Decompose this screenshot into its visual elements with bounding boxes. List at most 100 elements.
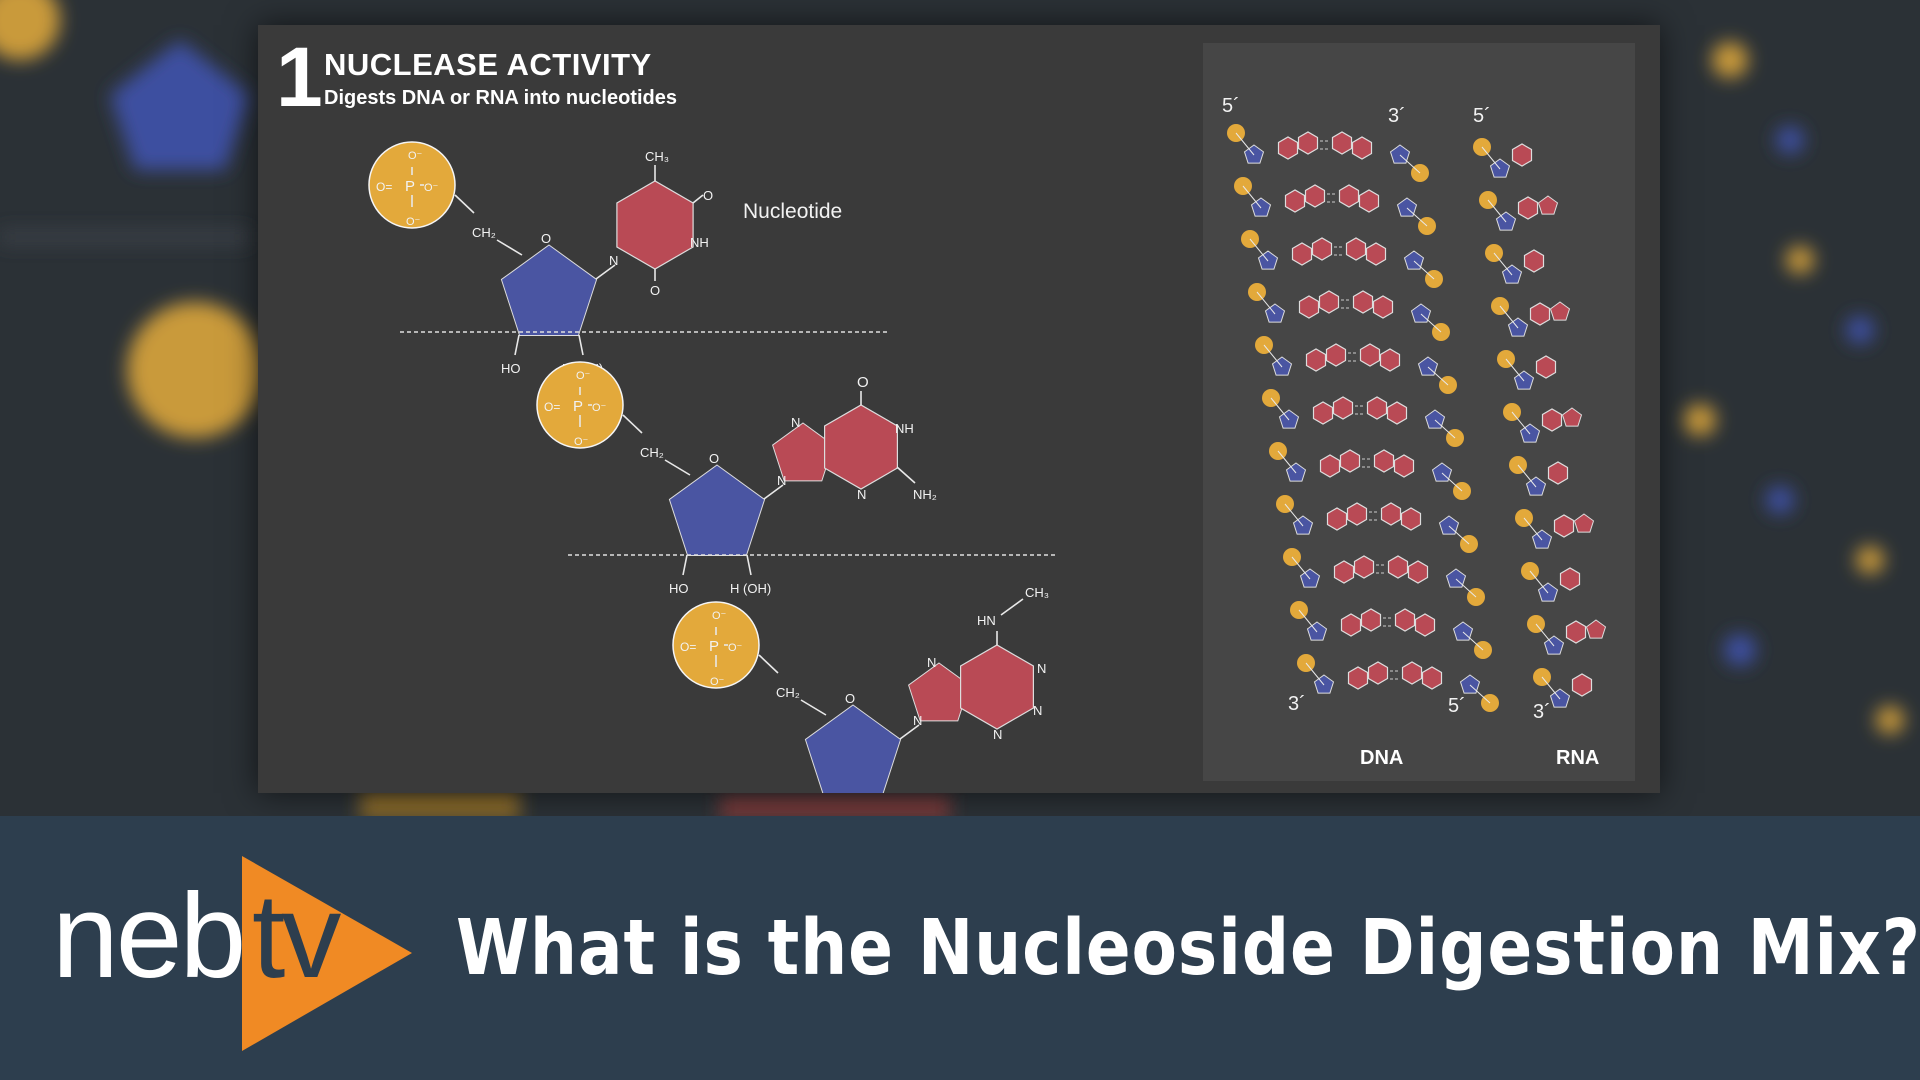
- nitrogen-label: N: [609, 253, 618, 268]
- phosphate-group: [536, 361, 624, 449]
- ho-label: HO: [669, 581, 689, 596]
- dna-base: [1393, 454, 1415, 478]
- oxygen-label: O=: [544, 400, 560, 414]
- rna-base: [1553, 514, 1575, 538]
- backbone-bond: [1487, 199, 1507, 223]
- dna-base: [1353, 555, 1375, 579]
- dna-base: [1298, 295, 1320, 319]
- backbone-bond: [1529, 570, 1549, 594]
- deoxyribose-sugar: [804, 704, 902, 793]
- bond: [578, 334, 584, 356]
- dna-base: [1359, 343, 1381, 367]
- footer-bar: neb tv What is the Nucleoside Digestion …: [0, 816, 1920, 1080]
- rna-base: [1561, 407, 1583, 427]
- dna-base: [1304, 184, 1326, 208]
- dna-base: [1360, 608, 1382, 632]
- dna-sugar: [1445, 568, 1467, 588]
- video-title: What is the Nucleoside Digestion Mix?: [456, 904, 1920, 993]
- dna-base: [1372, 295, 1394, 319]
- step-number: 1: [276, 30, 323, 124]
- nitrogen-label: N: [927, 655, 936, 670]
- backbone-bond: [1413, 260, 1435, 280]
- dna-double-strand: [1227, 124, 1499, 712]
- phosphorus-label: P: [573, 398, 583, 415]
- slide-heading: NUCLEASE ACTIVITY: [324, 47, 652, 82]
- oxygen-label: O⁻: [712, 610, 727, 622]
- rna-five-prime-top: 5´: [1473, 105, 1491, 127]
- dna-base: [1291, 242, 1313, 266]
- dna-base: [1407, 560, 1429, 584]
- dna-three-prime-bottom: 3´: [1288, 693, 1306, 715]
- bond: [595, 264, 616, 280]
- dna-sugar: [1424, 409, 1446, 429]
- dna-base: [1339, 449, 1361, 473]
- backbone-bond: [1298, 609, 1318, 633]
- ch2-label: CH₂: [640, 445, 664, 460]
- bond: [899, 724, 920, 740]
- phosphorus-label: P: [405, 178, 415, 195]
- backbone-bond: [1505, 358, 1525, 382]
- bond: [896, 466, 916, 484]
- rna-base: [1547, 461, 1569, 485]
- dna-sugar: [1431, 462, 1453, 482]
- backbone-bond: [1481, 146, 1501, 170]
- phosphate-group: [672, 601, 760, 689]
- backbone-bond: [1291, 556, 1311, 580]
- nitrogen-label: N: [777, 473, 786, 488]
- oxygen-label: O: [703, 188, 713, 203]
- dna-sugar: [1452, 621, 1474, 641]
- nitrogen-label: N: [993, 727, 1002, 742]
- rna-base: [1529, 302, 1551, 326]
- oxygen-label: O=: [680, 640, 696, 654]
- rna-base: [1585, 619, 1607, 639]
- dna-base: [1331, 131, 1353, 155]
- dna-base: [1386, 401, 1408, 425]
- dna-base: [1358, 189, 1380, 213]
- backbone-bond: [1541, 676, 1561, 700]
- backbone-bond: [1242, 185, 1262, 209]
- phosphorus-label: P: [709, 638, 719, 655]
- bond: [496, 239, 523, 256]
- rna-base: [1571, 673, 1593, 697]
- dna-base: [1332, 396, 1354, 420]
- backbone-bond: [1420, 313, 1442, 333]
- backbone-bond: [1256, 291, 1276, 315]
- rna-label: RNA: [1556, 747, 1600, 769]
- nh-label: NH: [895, 421, 914, 436]
- rna-base: [1565, 620, 1587, 644]
- dna-base: [1305, 348, 1327, 372]
- nitrogen-label: N: [791, 415, 800, 430]
- dna-base: [1394, 608, 1416, 632]
- purine-six-ring: [959, 644, 1035, 730]
- pyrimidine-base: [616, 180, 694, 270]
- dna-base: [1345, 237, 1367, 261]
- dna-base: [1326, 507, 1348, 531]
- backbone-bond: [1523, 517, 1543, 541]
- bond: [800, 699, 827, 716]
- ring-oxygen-label: O: [709, 451, 719, 466]
- dna-base: [1421, 666, 1443, 690]
- backbone-bond: [1455, 578, 1477, 598]
- backbone-bond: [1305, 662, 1325, 686]
- dna-base: [1379, 348, 1401, 372]
- oxygen-label: O: [857, 374, 869, 391]
- bond: [1000, 598, 1024, 616]
- dna-sugar: [1417, 356, 1439, 376]
- dna-base: [1318, 290, 1340, 314]
- ch3-label: CH₃: [1025, 585, 1049, 600]
- dna-base: [1325, 343, 1347, 367]
- dna-base: [1346, 502, 1368, 526]
- logo-tv-text: tv: [252, 869, 341, 1003]
- nitrogen-label: N: [1033, 703, 1042, 718]
- dna-sugar: [1389, 144, 1411, 164]
- oxygen-label: O: [650, 283, 660, 298]
- hn-label: HN: [977, 613, 996, 628]
- backbone-bond: [1499, 305, 1519, 329]
- dna-base: [1338, 184, 1360, 208]
- rna-three-prime-bottom: 3´: [1533, 701, 1551, 723]
- bond: [746, 554, 752, 576]
